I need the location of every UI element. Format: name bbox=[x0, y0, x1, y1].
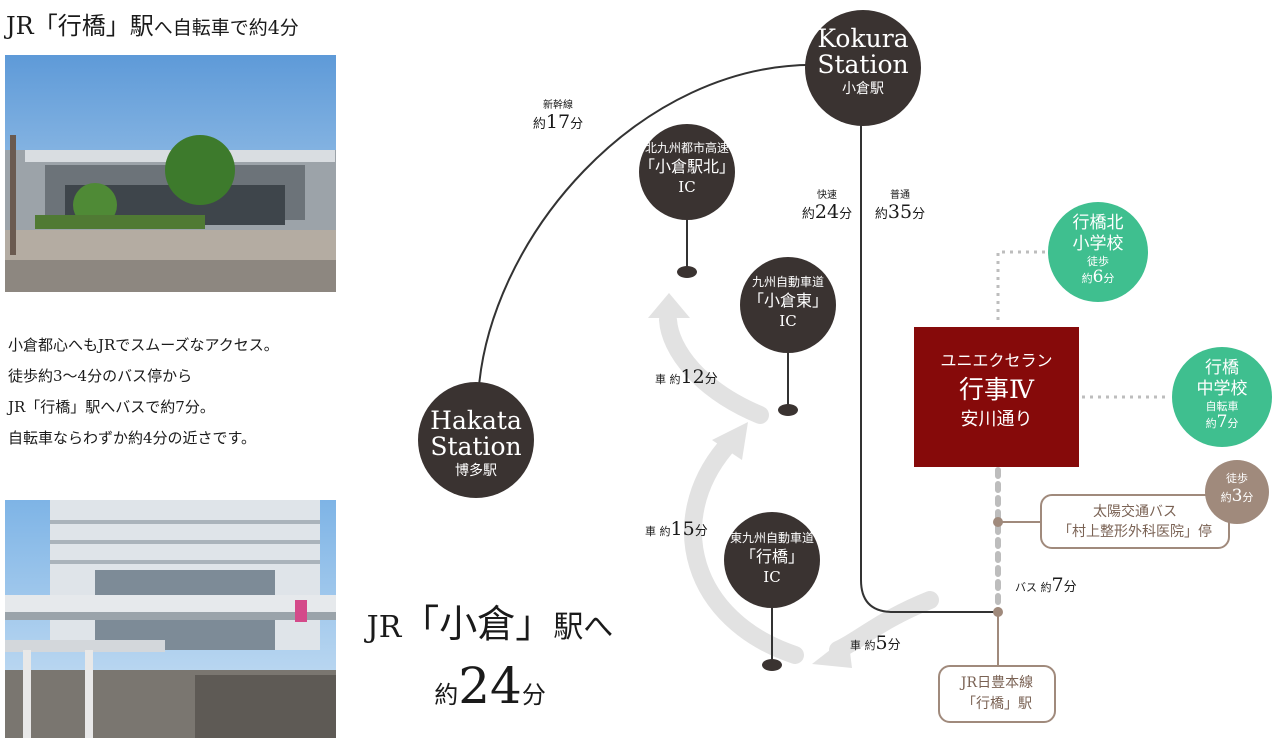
bus-stop-dot bbox=[993, 517, 1003, 527]
nippo-line bbox=[860, 120, 998, 613]
ic-marker-1 bbox=[677, 266, 697, 278]
property-box: ユニエクセラン 行事Ⅳ 安川通り bbox=[914, 327, 1079, 467]
local-time: 普通 約35分 bbox=[874, 190, 926, 223]
bus-stop-box: 太陽交通バス 「村上整形外科医院」停 bbox=[1040, 494, 1230, 549]
elementary-school-label: 行橋北 小学校 徒歩 約6分 bbox=[1072, 213, 1124, 287]
ic-label-kokura-higashi: 九州自動車道 「小倉東」 IC bbox=[747, 275, 828, 330]
ic-marker-2 bbox=[778, 404, 798, 416]
bus-walk-circle: 徒歩 約3分 bbox=[1205, 460, 1269, 524]
car-5-time: 車 約5分 bbox=[850, 632, 901, 654]
kokura-station-circle bbox=[805, 10, 921, 126]
yukuhashi-station-photo bbox=[5, 55, 336, 292]
junior-school-circle bbox=[1172, 347, 1272, 447]
property-name: 行事Ⅳ bbox=[959, 375, 1034, 404]
car-arrow-15 bbox=[684, 439, 804, 664]
junior-school-label: 行橋 中学校 自転車 約7分 bbox=[1196, 358, 1248, 432]
ic-label-kokura-eki-kita: 北九州都市高速 「小倉駅北」 IC bbox=[639, 141, 736, 196]
ic-label-yukuhashi: 東九州自動車道 「行橋」 IC bbox=[729, 531, 814, 586]
description-text: 小倉都心へもJRでスムーズなアクセス。 徒歩約3〜4分のバス停から JR「行橋」… bbox=[8, 336, 279, 447]
kokura-station-label: Kokura Station 小倉駅 bbox=[817, 24, 909, 97]
car-arrow-12-head bbox=[648, 293, 690, 318]
page-title: JR「行橋」駅へ自転車で約4分 bbox=[6, 12, 299, 40]
ic-circle-1 bbox=[639, 124, 735, 220]
ic-circle-2 bbox=[740, 257, 836, 353]
shinkansen-line bbox=[477, 63, 821, 401]
ic-circle-3 bbox=[724, 512, 820, 608]
school-elem-connector bbox=[996, 250, 1048, 320]
hakata-station-circle bbox=[418, 382, 534, 498]
car-arrow-5-head bbox=[812, 636, 852, 668]
shinkansen-time: 新幹線 約17分 bbox=[532, 100, 584, 133]
car-15-time: 車 約15分 bbox=[645, 518, 708, 540]
elementary-school-circle bbox=[1048, 202, 1148, 302]
bus-7-time: バス 約7分 bbox=[1015, 574, 1077, 596]
property-location: 安川通り bbox=[960, 409, 1033, 430]
rapid-time: 快速 約24分 bbox=[801, 190, 853, 223]
kokura-access-text: JR「小倉」駅へ 約24分 bbox=[366, 602, 614, 715]
hakata-station-label: Hakata Station 博多駅 bbox=[430, 406, 522, 479]
property-name-kana: ユニエクセラン bbox=[940, 351, 1053, 370]
car-arrow-15-head bbox=[712, 422, 748, 460]
ic-marker-3 bbox=[762, 659, 782, 671]
jr-dot bbox=[993, 607, 1003, 617]
car-arrow-12 bbox=[659, 311, 769, 424]
jr-yukuhashi-box: JR日豊本線 「行橋」駅 bbox=[938, 665, 1056, 723]
kokura-station-photo bbox=[5, 500, 336, 738]
car-12-time: 車 約12分 bbox=[655, 366, 718, 388]
